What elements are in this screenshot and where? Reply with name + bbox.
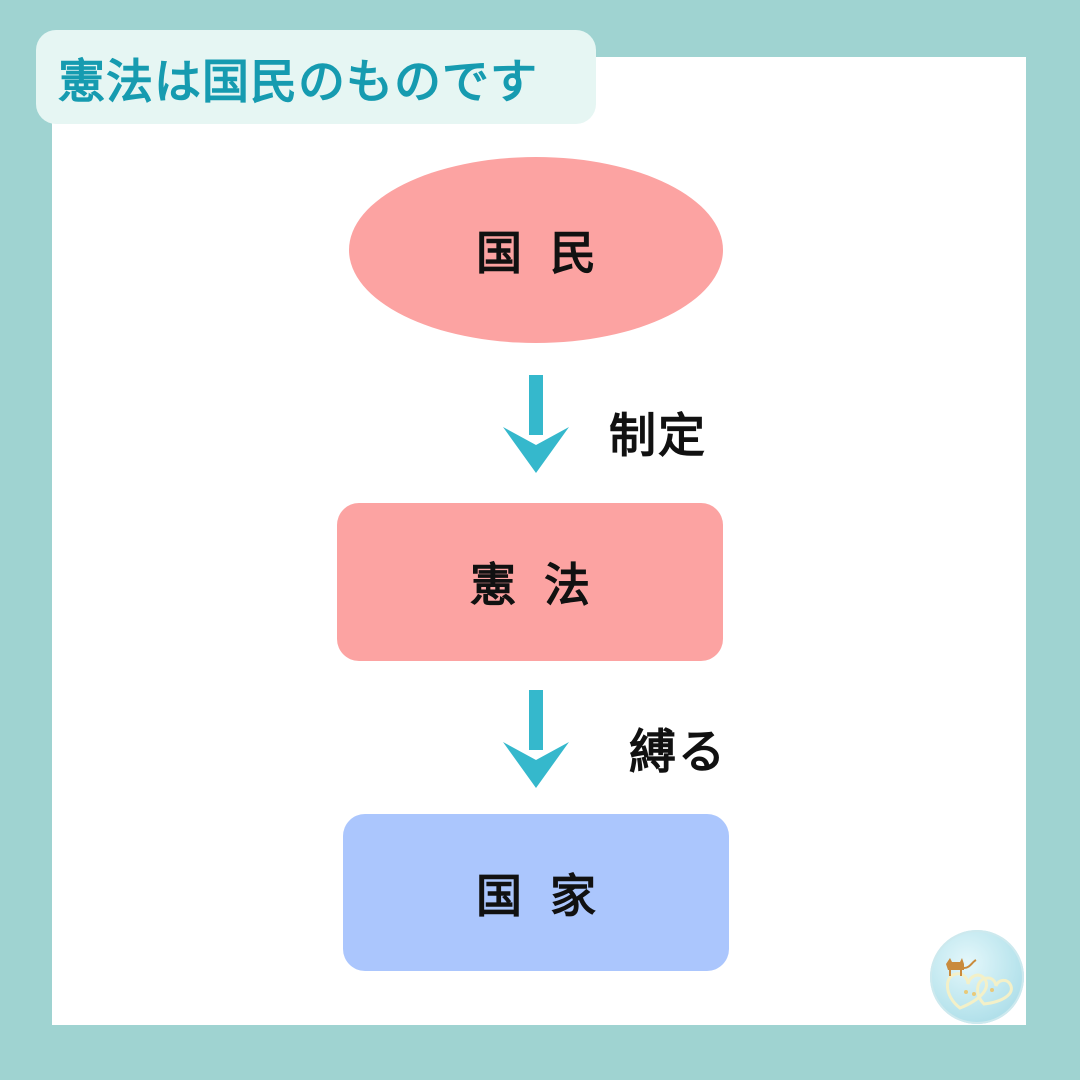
- title-tab: 憲法は国民のものです: [36, 30, 596, 124]
- edge-label-enact: 制定: [609, 409, 707, 464]
- node-citizens: 国民: [349, 157, 723, 343]
- node-constitution: 憲法: [337, 503, 723, 661]
- heart-cat-icon: [946, 958, 1013, 1010]
- arrow-down-icon: [503, 690, 569, 788]
- arrow-down-icon: [503, 375, 569, 473]
- node-state: 国家: [343, 814, 729, 971]
- page-title: 憲法は国民のものです: [58, 54, 538, 110]
- logo: [930, 930, 1024, 1024]
- edge-label-bind: 縛る: [629, 725, 727, 780]
